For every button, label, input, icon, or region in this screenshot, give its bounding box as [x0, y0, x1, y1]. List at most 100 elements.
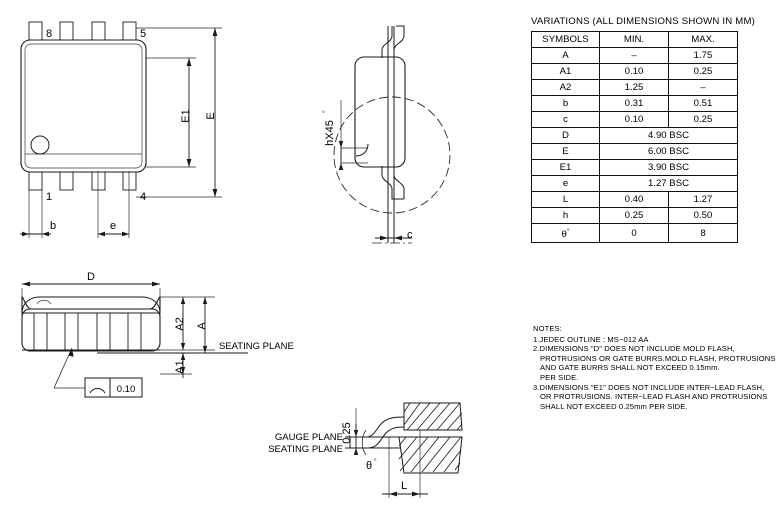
arrow-E1-top [186, 58, 192, 66]
top-view-body [20, 39, 147, 173]
arrow-chamfer-top [338, 141, 344, 148]
label-dim-025: 0.25 [341, 422, 353, 443]
variations-symbol-cell: b [531, 95, 600, 112]
top-view-pin-3 [91, 170, 106, 191]
arrow-e-right [122, 231, 129, 237]
end-view-lead-bottom-inner [381, 166, 404, 200]
arrow-025-bottom [353, 448, 359, 455]
variations-symbol-cell: L [531, 191, 600, 208]
end-view-group [333, 25, 451, 244]
label-dim-b: b [50, 220, 56, 232]
side-view-body-crown [21, 296, 161, 314]
variations-value-cell-spanned: 3.90 BSC [598, 159, 739, 176]
variations-symbol-cell: A2 [531, 79, 600, 96]
arrow-b-left [22, 231, 29, 237]
top-view-pin-7 [59, 21, 74, 42]
variations-symbol-cell: e [531, 175, 600, 192]
variations-header-cell: MIN. [598, 31, 669, 48]
arrow-E-bottom [212, 189, 218, 197]
variations-symbol-cell: E1 [531, 159, 600, 176]
variations-min-cell: 0.10 [598, 111, 669, 128]
arrow-c-left [380, 235, 388, 241]
side-view-chamfer-notch [36, 299, 52, 305]
profile-of-surface-icon [89, 388, 106, 394]
arrow-A-bottom [202, 346, 208, 353]
variations-max-cell: 0.25 [667, 111, 739, 128]
fcf-leader-arrow [68, 348, 74, 357]
variations-min-cell: 0.10 [598, 63, 669, 80]
arrow-A2-bottom [180, 343, 186, 350]
side-view-lead-3 [96, 312, 111, 351]
label-dim-A: A [196, 322, 208, 330]
end-view-lead-top-outer [393, 25, 405, 58]
arrow-025-top [353, 430, 359, 437]
label-dim-L: L [401, 480, 407, 492]
variations-symbol-cell: h [531, 207, 600, 224]
end-view-body [354, 56, 406, 168]
top-view-pin-6 [91, 21, 106, 42]
top-view-pin-1 [28, 170, 43, 191]
arrow-E1-bottom [186, 159, 192, 167]
note-line: PROTRUSIONS OR GATE BURRS.MOLD FLASH, PR… [540, 353, 776, 363]
lead-detail-body-lower [398, 436, 463, 474]
label-dim-E: E [205, 112, 217, 119]
top-view-pin-8 [28, 21, 43, 42]
variations-min-cell: 0.40 [598, 191, 669, 208]
label-chamfer: hX45 [324, 120, 336, 146]
note-line: SHALL NOT EXCEED 0.25mm PER SIDE. [540, 401, 688, 411]
variations-symbol-cell: E [531, 143, 600, 160]
lead-detail-outline-upper [350, 416, 405, 438]
note-line: 3.DIMENSIONS "E1" DOES NOT INCLUDE INTER… [533, 382, 765, 392]
variations-header-cell: SYMBOLS [531, 31, 600, 48]
lead-detail-body-upper [403, 402, 463, 431]
variations-max-cell: 0.51 [667, 95, 739, 112]
variations-min-cell: 0 [598, 222, 669, 244]
label-seating-plane-detail: SEATING PLANE [268, 444, 343, 455]
notes-heading: NOTES: [533, 324, 562, 333]
variations-max-cell: – [667, 79, 739, 96]
chamfer-arc [355, 143, 369, 157]
variations-symbol-cell: A [531, 47, 600, 64]
arrow-A1-bottom [180, 367, 186, 374]
lead-detail-group [345, 402, 463, 498]
label-dim-A2: A2 [174, 317, 186, 330]
degree-superscript: ° [566, 228, 570, 235]
note-line: OR PROTRUSIONS. INTER−LEAD FLASH AND PRO… [540, 392, 768, 402]
top-view-pin-5 [122, 21, 137, 42]
label-pin-1: 1 [46, 191, 52, 203]
variations-max-cell: 0.25 [667, 63, 739, 80]
side-view-group [21, 281, 248, 398]
variations-value-cell-spanned: 6.00 BSC [598, 143, 739, 160]
arrow-b-right [42, 231, 49, 237]
arrow-A-top [202, 297, 208, 304]
top-view-body-inner [24, 43, 143, 169]
label-chamfer-group: hX45 ° [321, 110, 336, 146]
variations-header-cell: MAX. [667, 31, 739, 48]
pin-1-identifier-circle [30, 135, 50, 155]
label-theta-degree: ° [374, 457, 377, 465]
variations-table-row: A–1.75 [531, 47, 739, 64]
variations-max-cell: 1.75 [667, 47, 739, 64]
top-view-pin-4 [122, 170, 137, 191]
note-line: AND GATE BURRS SHALL NOT EXCEED 0.15mm. [540, 363, 720, 373]
variations-min-cell: – [598, 47, 669, 64]
detail-bubble-circle [333, 96, 451, 214]
arrow-A1-top [180, 353, 186, 360]
top-view-pin-2 [59, 170, 74, 191]
variations-symbol-cell: θ° [531, 222, 600, 244]
label-dim-A1: A1 [174, 360, 186, 373]
variations-min-cell: 0.31 [598, 95, 669, 112]
side-view-body [21, 308, 161, 352]
